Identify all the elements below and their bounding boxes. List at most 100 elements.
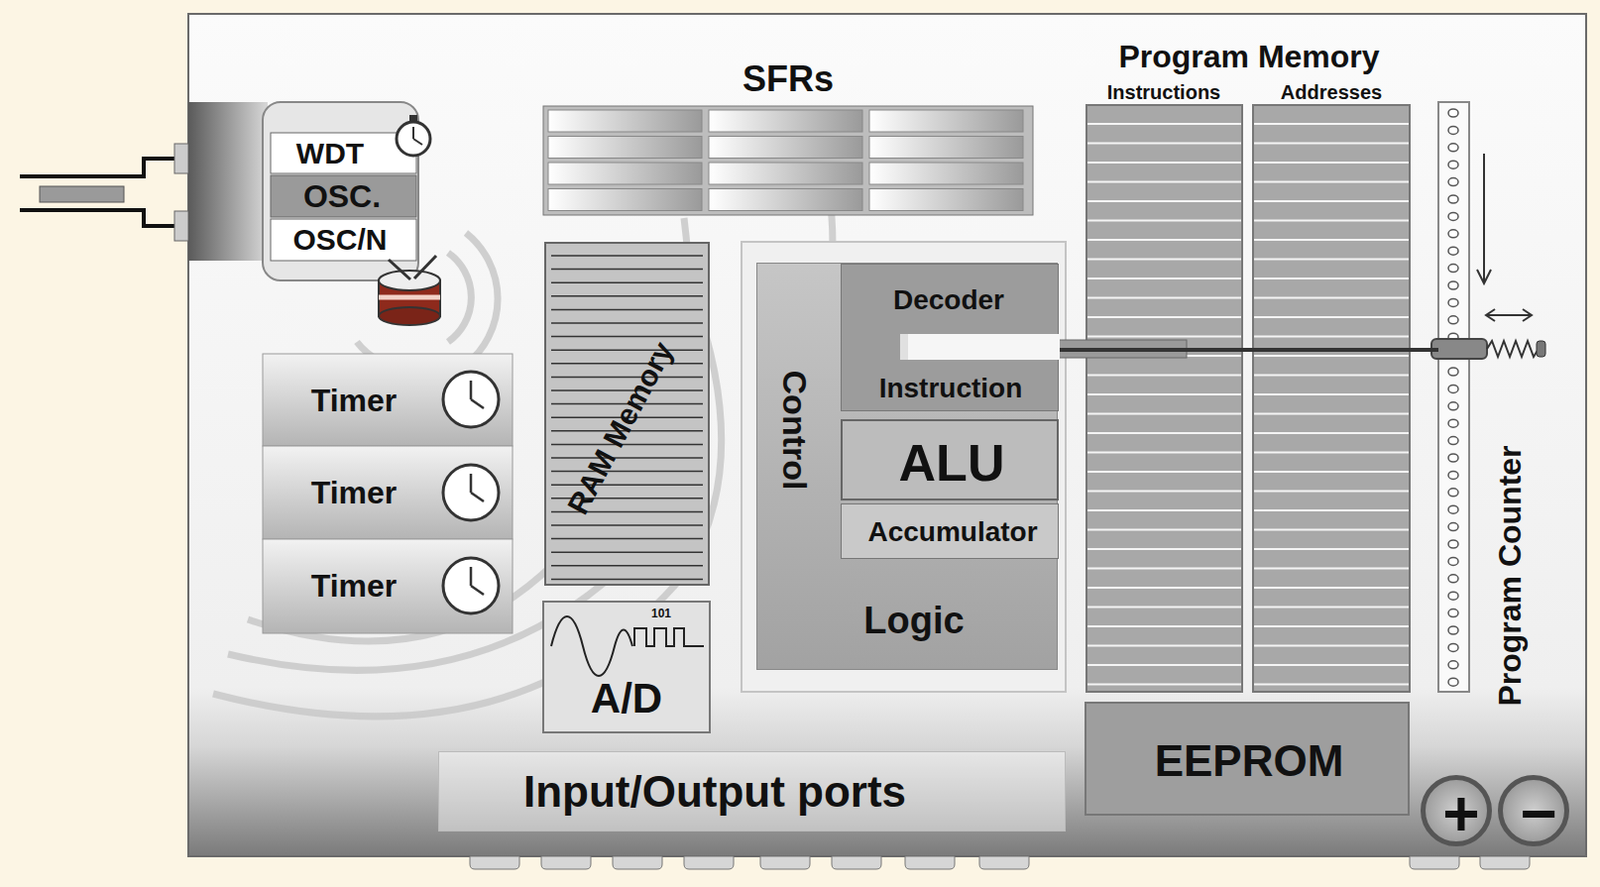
counter-strip	[1438, 102, 1470, 692]
ram-block	[551, 322, 703, 325]
crystal	[19, 143, 189, 241]
pins	[979, 856, 1029, 870]
box-label: Accumulator	[867, 518, 1037, 547]
sound-waves	[448, 252, 471, 343]
crystal	[174, 143, 189, 174]
pins	[760, 856, 810, 870]
counter-strip	[1448, 384, 1459, 393]
memory-columns	[1254, 645, 1409, 648]
sfr-grid	[869, 110, 1024, 132]
adc-block	[543, 601, 710, 733]
box-label: Addresses	[1280, 82, 1382, 103]
timer-blocks	[470, 380, 484, 595]
memory-columns	[1254, 664, 1409, 667]
box-label: Input/Output ports	[523, 770, 907, 814]
box-label: OSC.	[303, 180, 381, 213]
memory-columns	[1254, 122, 1409, 125]
memory-columns	[1087, 529, 1242, 532]
counter-strip	[1448, 281, 1459, 290]
counter-strip	[1448, 609, 1459, 618]
timer-blocks	[262, 446, 513, 540]
box-label: SFRs	[742, 61, 834, 98]
decoder-slot	[900, 334, 1060, 360]
memory-columns	[1254, 413, 1409, 416]
oscillator-block	[188, 102, 419, 281]
control-block: DecoderInstructionALUAccumulatorControlL…	[756, 262, 1058, 671]
box-label: Control	[778, 370, 812, 491]
ram-block	[551, 336, 703, 339]
adc-block	[551, 616, 633, 677]
counter-strip	[1448, 367, 1459, 376]
decoder-box: DecoderInstruction	[840, 263, 1059, 412]
box-sublabel: Instruction	[879, 374, 1024, 403]
memory-columns	[1254, 452, 1409, 455]
ram-block	[551, 268, 703, 271]
memory-columns	[1254, 509, 1409, 512]
drum	[378, 255, 441, 326]
memory-columns	[1087, 625, 1242, 628]
sfr-grid	[548, 189, 702, 212]
counter-strip	[1448, 212, 1459, 221]
memory-columns	[1087, 200, 1242, 203]
sfr-grid	[548, 136, 702, 159]
memory-columns	[1254, 374, 1409, 377]
memory-block: RAM Memory	[545, 242, 709, 585]
ram-block	[551, 295, 703, 298]
timer-box: Timer	[262, 353, 513, 447]
memory-columns	[1087, 142, 1242, 145]
memory-columns	[1087, 606, 1242, 609]
ram-block	[551, 281, 703, 284]
memory-columns	[1087, 393, 1242, 396]
counter-strip	[1448, 298, 1459, 307]
memory-columns	[1087, 470, 1242, 473]
memory-columns	[1254, 625, 1409, 628]
memory-columns	[1087, 258, 1242, 261]
converter-box: 101A/D	[543, 601, 710, 733]
memory-columns	[1087, 181, 1242, 184]
sfr-grid	[543, 106, 1033, 216]
memory-columns	[1254, 606, 1409, 609]
memory-columns	[1254, 393, 1409, 396]
counter-strip	[1448, 661, 1459, 670]
counter-strip	[1438, 102, 1470, 692]
oscillator-block	[270, 219, 417, 261]
pointer-rod	[1057, 339, 1546, 359]
pins	[541, 856, 591, 870]
ram-block	[551, 470, 703, 473]
memory-columns	[1254, 238, 1409, 241]
chip-body	[188, 13, 1587, 857]
oscillator-cell: OSC.	[270, 175, 417, 218]
timer-blocks	[262, 353, 513, 447]
box-sublabel: A/D	[590, 678, 663, 720]
sfr-grid	[543, 106, 1033, 216]
alu-box: ALU	[840, 419, 1059, 501]
port-band: Input/Output ports	[438, 751, 1066, 832]
memory-columns	[1087, 684, 1242, 686]
counter-strip	[1448, 523, 1459, 532]
memory-columns	[1087, 161, 1242, 164]
ram-block	[551, 457, 703, 459]
box-label: 101	[651, 607, 672, 620]
oscillator-block	[262, 102, 419, 281]
oscillator-cell: OSC/N	[270, 219, 417, 261]
box-label: Timer	[311, 476, 398, 509]
box-label: Program Memory	[1118, 40, 1379, 73]
pins	[612, 856, 663, 870]
ram-block	[551, 362, 703, 365]
counter-strip	[1448, 419, 1459, 428]
timer-blocks	[262, 353, 513, 634]
memory-columns	[1254, 142, 1409, 145]
sound-waves	[465, 232, 498, 365]
ram-block	[551, 538, 703, 541]
drum	[388, 255, 437, 280]
counter-strip	[1448, 643, 1459, 652]
sfr-grid	[869, 189, 1024, 212]
register-box: Accumulator	[840, 503, 1059, 560]
memory-columns	[1087, 122, 1242, 125]
memory-columns	[1087, 297, 1242, 300]
memory-columns	[1254, 548, 1409, 551]
oscillator-block	[270, 132, 417, 174]
register-block: SFRs	[543, 55, 1033, 217]
motion-arrows	[1477, 153, 1491, 284]
memory-columns	[1254, 529, 1409, 532]
